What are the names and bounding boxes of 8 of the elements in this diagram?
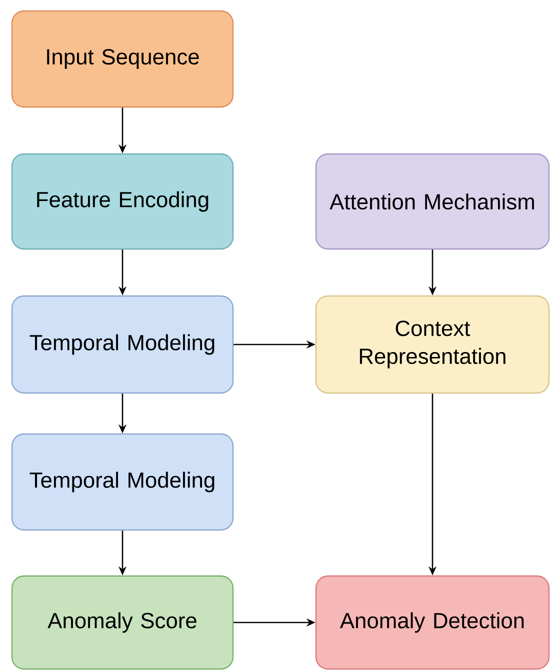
process-box: Attention Mechanism <box>315 153 550 250</box>
process-box: Input Sequence <box>11 10 234 108</box>
process-box: Context Representation <box>315 295 550 394</box>
process-box: Anomaly Detection <box>315 575 550 670</box>
process-box: Feature Encoding <box>11 153 234 250</box>
process-box: Temporal Modeling <box>11 433 234 531</box>
process-box: Anomaly Score <box>11 575 234 670</box>
process-box: Temporal Modeling <box>11 295 234 394</box>
